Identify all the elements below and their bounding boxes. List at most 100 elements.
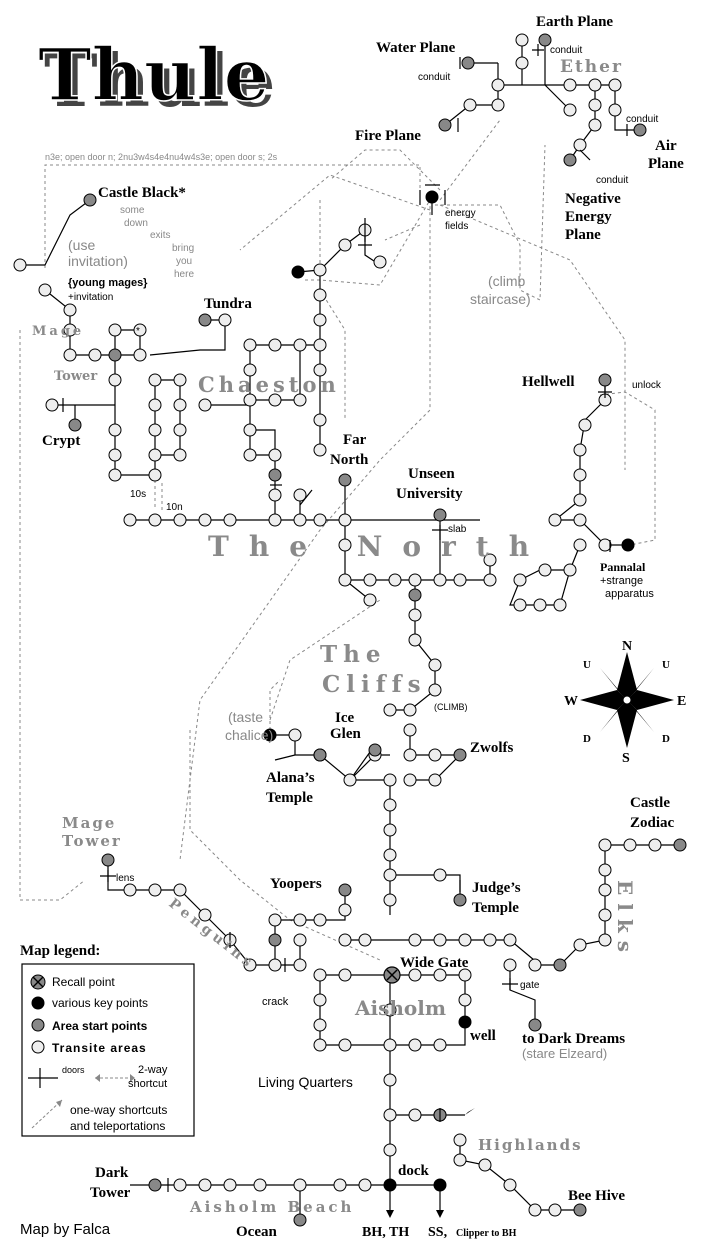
doors	[62, 44, 628, 1192]
note-here: here	[174, 269, 194, 280]
map-title: Thule	[38, 32, 269, 117]
note-conduit-water: conduit	[418, 72, 450, 83]
note-exits: exits	[150, 230, 171, 241]
label-ice-glen-2: Glen	[330, 726, 361, 742]
svg-text:*: *	[136, 326, 140, 337]
label-judges-1: Judge’s	[472, 880, 521, 896]
legend-area-start: Area start points	[52, 1019, 148, 1033]
note-taste-2: chalice)	[225, 727, 273, 743]
label-well: well	[470, 1028, 496, 1044]
label-hellwell: Hellwell	[522, 374, 575, 390]
note-strange-2: apparatus	[605, 588, 654, 600]
compass-e: E	[677, 694, 686, 709]
map-credit: Map by Falca	[20, 1221, 111, 1238]
label-castle-zodiac-1: Castle	[630, 795, 670, 811]
label-castle-black: Castle Black*	[98, 185, 186, 201]
compass-s: S	[622, 751, 630, 766]
note-slab: slab	[448, 524, 467, 535]
label-alanas-1: Alana’s	[266, 770, 315, 786]
label-far-north-2: North	[330, 452, 369, 468]
compass-rose: N S W E U U D D	[564, 639, 686, 766]
compass-w: W	[564, 694, 578, 709]
note-lens: lens	[116, 873, 134, 884]
compass-u-left: U	[583, 659, 591, 671]
note-energy-2: fields	[445, 221, 468, 232]
legend-heading: Map legend:	[20, 943, 100, 959]
map-title-shadow: Thule	[44, 38, 275, 123]
compass-n: N	[622, 639, 632, 654]
note-unlock: unlock	[632, 380, 662, 391]
legend-doors: doors	[62, 1065, 85, 1075]
note-climb-cliff: (CLIMB)	[434, 702, 468, 712]
note-energy-1: energy	[445, 208, 476, 219]
region-mage-tower-left-1: Mage	[32, 324, 84, 339]
label-judges-2: Temple	[472, 900, 519, 916]
label-negative-1: Negative	[565, 191, 621, 207]
label-negative-3: Plane	[565, 227, 601, 243]
label-ocean: Ocean	[236, 1224, 277, 1240]
legend-key-points: various key points	[52, 996, 148, 1010]
region-the-north: The North	[208, 530, 549, 563]
legend-one-way-1: one-way shortcuts	[70, 1103, 167, 1117]
label-bee-hive: Bee Hive	[568, 1188, 625, 1204]
area-start-nodes	[68, 33, 687, 1227]
label-ice-glen-1: Ice	[335, 710, 354, 726]
region-elks: Elks	[613, 880, 637, 960]
label-water-plane: Water Plane	[376, 40, 456, 56]
compass-d-right: D	[662, 733, 670, 745]
transit-nodes	[13, 33, 662, 1217]
note-taste-1: (taste	[228, 709, 263, 725]
note-10s: 10s	[130, 489, 146, 500]
label-negative-2: Energy	[565, 209, 612, 225]
label-ss: SS,	[428, 1225, 447, 1240]
shortcut-lines	[19, 119, 656, 961]
label-air-plane-2: Plane	[648, 156, 684, 172]
label-fire-plane: Fire Plane	[355, 128, 421, 144]
note-crack: crack	[262, 996, 289, 1008]
note-bring: bring	[172, 243, 194, 254]
note-climb-2: staircase)	[470, 291, 531, 307]
note-climb-1: (climb	[488, 273, 526, 289]
region-highlands: Highlands	[478, 1136, 583, 1154]
label-clipper: Clipper to BH	[456, 1228, 517, 1239]
note-10n: 10n	[166, 502, 183, 513]
label-crypt: Crypt	[42, 433, 80, 449]
exit-arrows	[386, 1108, 475, 1218]
label-dock: dock	[398, 1163, 430, 1179]
region-aisholm: Aisholm	[354, 996, 446, 1020]
legend-recall: Recall point	[52, 975, 115, 989]
map-legend: Map legend: Recall point various key poi…	[20, 943, 195, 1137]
note-young-mages: {young mages}	[68, 277, 148, 289]
label-pannalal: Pannalal	[600, 560, 646, 574]
region-mage-tower-1: Mage	[62, 814, 116, 832]
note-invitation: +invitation	[68, 292, 113, 303]
label-far-north-1: Far	[343, 432, 367, 448]
note-use-inv-1: (use	[68, 237, 95, 253]
compass-d-left: D	[583, 733, 591, 745]
note-you: you	[176, 256, 192, 267]
label-stare-elzeard: (stare Elzeard)	[522, 1046, 607, 1061]
label-living-quarters: Living Quarters	[258, 1074, 353, 1090]
legend-two-way-1: 2-way	[138, 1064, 168, 1076]
legend-one-way-2: and teleportations	[70, 1119, 165, 1133]
label-wide-gate: Wide Gate	[400, 955, 469, 971]
label-earth-plane: Earth Plane	[536, 14, 613, 30]
region-aisholm-beach: Aisholm Beach	[189, 1198, 354, 1216]
legend-two-way-2: shortcut	[128, 1078, 167, 1090]
region-mage-tower-2: Tower	[62, 832, 122, 850]
region-mage-tower-left-2: Tower	[54, 369, 97, 384]
label-yoopers: Yoopers	[270, 876, 322, 892]
region-chaeston: Chaeston	[198, 372, 340, 397]
note-down: down	[124, 218, 148, 229]
region-penguins: Penguins	[166, 896, 258, 973]
note-conduit-negative: conduit	[596, 175, 628, 186]
label-dark-tower-1: Dark	[95, 1165, 129, 1181]
label-air-plane-1: Air	[655, 138, 677, 154]
castle-black-star-node: *	[133, 323, 147, 337]
note-gate: gate	[520, 980, 540, 991]
note-strange-1: +strange	[600, 575, 643, 587]
region-ether: Ether	[560, 57, 623, 77]
note-some: some	[120, 205, 145, 216]
compass-u-right: U	[662, 659, 670, 671]
